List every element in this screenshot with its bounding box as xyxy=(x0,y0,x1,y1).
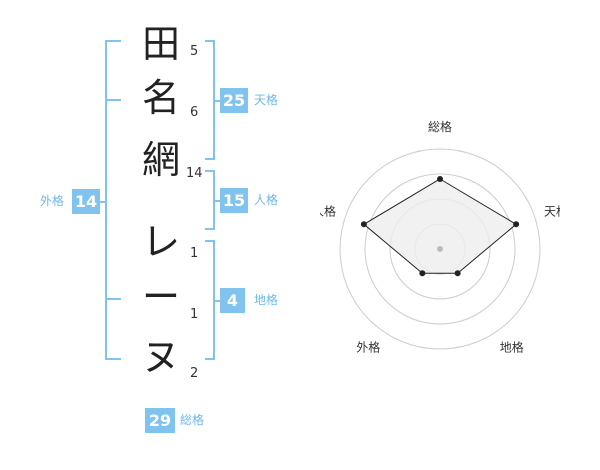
radar-value-polygon xyxy=(363,178,517,274)
soukaku-label: 総格 xyxy=(180,413,205,427)
radar-center-point xyxy=(437,246,443,252)
radar-ring-3 xyxy=(364,173,516,325)
radar-point-3 xyxy=(454,270,461,277)
kakusu-radar-chart: 総格天格地格 外格 人格 xyxy=(320,119,560,355)
stroke-count-5: 1 xyxy=(190,307,199,322)
soukaku-value-badge: 29 xyxy=(145,408,175,433)
jinkaku-label: 人格 xyxy=(254,193,279,207)
stroke-count-6: 2 xyxy=(190,366,199,381)
tenkaku-value-badge: 25 xyxy=(220,88,248,113)
radar-axis-label-1: 総格 xyxy=(428,119,452,134)
name-char-4: レ xyxy=(141,220,180,264)
stroke-count-3: 14 xyxy=(186,166,203,181)
name-char-5: ー xyxy=(141,275,180,319)
gaikaku-value-badge: 14 xyxy=(72,189,100,214)
radar-point-1 xyxy=(437,176,443,182)
radar-axis-label-3: 地格 xyxy=(500,340,524,355)
name-char-2: 名 xyxy=(141,76,180,120)
stroke-count-1: 5 xyxy=(190,44,199,59)
name-char-3: 網 xyxy=(141,138,180,182)
radar-point-5 xyxy=(360,221,367,228)
radar-point-2 xyxy=(513,221,520,228)
radar-point-4 xyxy=(419,270,426,277)
chikaku-value-badge: 4 xyxy=(220,288,245,313)
name-char-6: ヌ xyxy=(141,335,180,379)
stroke-count-4: 1 xyxy=(190,246,199,261)
gaikaku-label: 外格 xyxy=(40,194,65,208)
radar-axis-label-2: 天格 xyxy=(544,203,560,218)
radar-ring-4 xyxy=(339,148,541,350)
jinkaku-value-badge: 15 xyxy=(220,188,248,213)
stroke-count-2: 6 xyxy=(190,105,199,120)
radar-axis-label-5: 人格 xyxy=(320,203,336,218)
name-char-1: 田 xyxy=(141,22,180,66)
chikaku-label: 地格 xyxy=(254,293,279,307)
tenkaku-label: 天格 xyxy=(254,93,279,107)
radar-axis-label-4: 外格 xyxy=(356,340,380,355)
